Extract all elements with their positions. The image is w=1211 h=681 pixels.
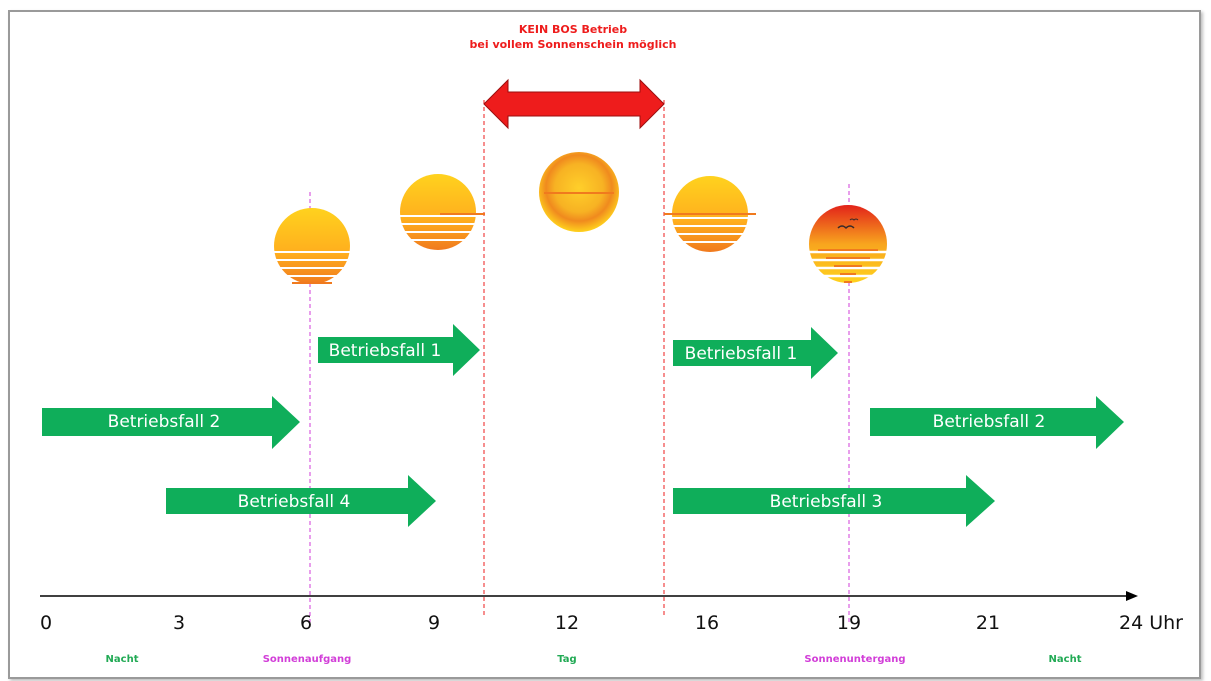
diagram-frame [8,10,1201,679]
arrow-label: Betriebsfall 1 [684,344,798,364]
axis-tick-label: 0 [39,612,53,634]
axis-tick-label: 16 [694,612,720,634]
arrow-betriebsfall-4 [166,475,436,527]
phase-label: Nacht [105,654,139,665]
phase-label: Sonnenaufgang [262,654,352,665]
arrow-betriebsfall-2-night-late [870,396,1124,449]
no-operation-double-arrow [483,78,665,130]
noon-sun-icon [539,152,619,232]
axis-tick-label: 24 Uhr [1119,612,1183,634]
arrow-betriebsfall-1-morning [318,324,480,376]
afternoon-sun-icon [664,176,756,252]
arrow-label: Betriebsfall 1 [328,341,442,361]
arrow-betriebsfall-3 [673,475,995,527]
warning-subtitle: bei vollem Sonnenschein möglich [469,38,677,51]
phase-label: Sonnenuntergang [804,654,906,665]
phase-label: Nacht [1048,654,1082,665]
axis-tick-label: 19 [836,612,862,634]
sunset-sun-icon [806,205,892,283]
arrow-label: Betriebsfall 4 [237,492,351,512]
warning-title: KEIN BOS Betrieb [518,23,628,36]
arrow-label: Betriebsfall 3 [769,492,883,512]
arrow-label: Betriebsfall 2 [107,412,221,432]
arrow-betriebsfall-2-night-early [42,396,300,449]
morning-sun-icon [396,174,485,250]
time-axis-arrowhead [1126,591,1138,601]
arrow-betriebsfall-1-afternoon [673,327,838,379]
phase-label: Tag [557,654,577,665]
axis-tick-label: 12 [554,612,580,634]
axis-tick-label: 6 [299,612,313,634]
sunrise-sun-icon [270,208,354,284]
arrow-label: Betriebsfall 2 [932,412,1046,432]
axis-tick-label: 9 [427,612,441,634]
axis-tick-label: 3 [172,612,186,634]
axis-tick-label: 21 [975,612,1001,634]
